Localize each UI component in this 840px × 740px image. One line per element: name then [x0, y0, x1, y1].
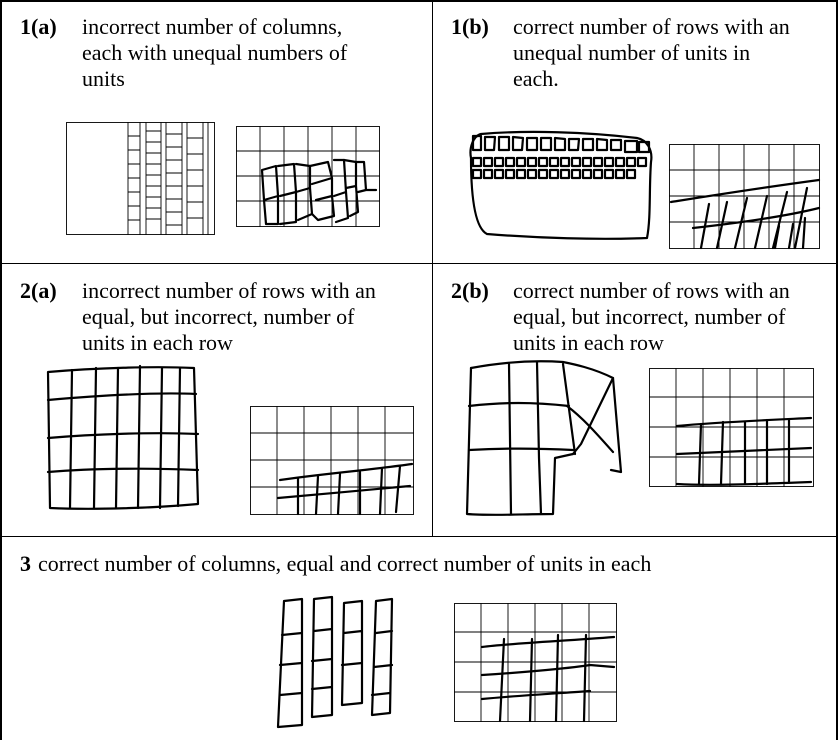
cell-3: 3 correct number of columns, equal and c…: [0, 537, 836, 740]
cell-2a: 2(a) incorrect number of rows with an eq…: [0, 264, 432, 536]
drawing-3-overlay-grid: [454, 603, 624, 733]
cell-1b-line-3: each.: [513, 66, 559, 92]
cell-1b: 1(b) correct number of rows with an uneq…: [433, 0, 836, 263]
cell-2a-code: 2(a): [20, 278, 57, 304]
drawing-1b-freehand-rows: [467, 128, 667, 246]
drawing-2a-freehand-grid: [44, 364, 214, 514]
cell-3-code: 3: [20, 551, 31, 577]
cell-2a-line-1: incorrect number of rows with an: [82, 278, 376, 304]
cell-2b-line-1: correct number of rows with an: [513, 278, 790, 304]
cell-2a-line-3: units in each row: [82, 330, 233, 356]
cell-3-label: 3 correct number of columns, equal and c…: [20, 551, 820, 581]
cell-2b-code: 2(b): [451, 278, 489, 304]
cell-1b-code: 1(b): [451, 14, 489, 40]
drawing-1a-columns-grid: [66, 122, 226, 242]
drawing-1a-overlay-grid: [236, 126, 396, 238]
table-border-right: [836, 0, 838, 740]
cell-1a-line-2: each with unequal numbers of: [82, 40, 347, 66]
cell-2a-label: 2(a) incorrect number of rows with an eq…: [20, 278, 430, 368]
cell-3-text: correct number of columns, equal and cor…: [38, 551, 651, 577]
cell-1a-line-1: incorrect number of columns,: [82, 14, 342, 40]
cell-1b-line-2: unequal number of units in: [513, 40, 750, 66]
cell-2a-line-2: equal, but incorrect, number of: [82, 304, 354, 330]
cell-1b-label: 1(b) correct number of rows with an uneq…: [451, 14, 831, 104]
drawing-1b-overlay-grid: [669, 144, 829, 250]
drawing-2b-overlay-grid: [649, 368, 819, 490]
drawing-2a-overlay-grid: [250, 406, 420, 518]
cell-2b: 2(b) correct number of rows with an equa…: [433, 264, 836, 536]
cell-1a-label: 1(a) incorrect number of columns, each w…: [20, 14, 420, 104]
cell-2b-line-3: units in each row: [513, 330, 664, 356]
cell-2b-line-2: equal, but incorrect, number of: [513, 304, 785, 330]
drawing-2b-freehand-grid: [463, 354, 633, 524]
drawing-3-freehand-columns: [272, 595, 432, 735]
cell-1a: 1(a) incorrect number of columns, each w…: [0, 0, 432, 263]
cell-1a-code: 1(a): [20, 14, 57, 40]
cell-1a-line-3: units: [82, 66, 125, 92]
cell-1b-line-1: correct number of rows with an: [513, 14, 790, 40]
